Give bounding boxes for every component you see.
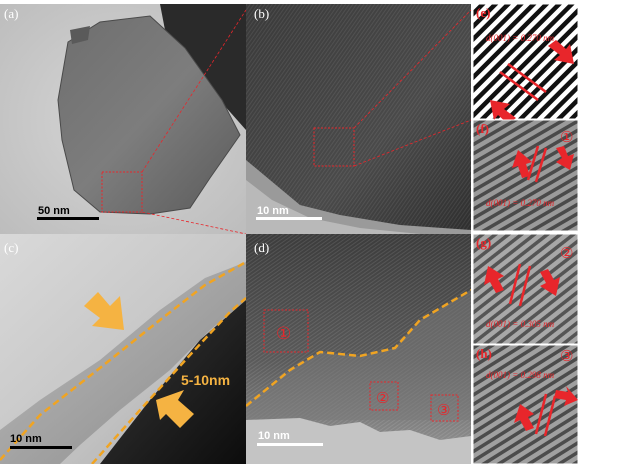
panel-h-measure: d(001) = 0.298 nm [486, 370, 555, 380]
zoom-line-a-b-bottom [141, 211, 247, 235]
panel-h-label: (h) [476, 346, 492, 361]
panel-e-measure: d(001) = 0.270 nm [486, 33, 555, 43]
panel-e-label: (e) [476, 5, 490, 20]
panel-d-region-1: ① [276, 324, 291, 344]
panel-d-region-2: ② [376, 389, 389, 407]
panel-a-label: (a) [4, 6, 18, 21]
arrow-red-icon [512, 150, 532, 178]
arrow-red-icon [514, 404, 534, 431]
panel-c-label: (c) [4, 240, 18, 255]
zoom-line-a-b-top [141, 9, 247, 173]
panel-e [472, 3, 579, 124]
panel-c [0, 234, 246, 464]
panel-f-label: (f) [476, 121, 489, 136]
panel-f [472, 119, 579, 232]
panel-d-region-3: ③ [437, 401, 450, 419]
panel-f-measure: d(001) = 0.270 nm [486, 198, 555, 208]
panel-g-marker: ② [560, 244, 573, 262]
panel-d-scale-bar: 10 nm [258, 430, 290, 442]
panel-g-measure: d(001) = 0.305 nm [486, 319, 555, 329]
panel-a-scale-bar: 50 nm [38, 205, 70, 217]
zoom-line-b-f [353, 119, 472, 167]
panel-h-marker: ③ [560, 347, 573, 365]
arrow-red-icon [556, 146, 574, 170]
panel-g-label: (g) [476, 235, 491, 250]
panel-b-scale-bar: 10 nm [257, 205, 289, 217]
panel-f-marker: ① [560, 128, 573, 146]
panel-g [472, 233, 579, 345]
panel-h [472, 344, 579, 465]
panel-b-label: (b) [254, 6, 269, 21]
panel-d [246, 234, 471, 464]
arrow-red-icon [548, 40, 574, 64]
panel-a [0, 4, 246, 234]
arrow-red-icon [484, 266, 504, 293]
arrow-red-icon [554, 386, 578, 406]
zoom-line-b-e [353, 9, 472, 129]
panel-b [246, 4, 471, 234]
arrow-orange-outer-icon [84, 292, 124, 330]
arrow-red-icon [540, 269, 560, 296]
arrow-orange-inner-icon [156, 390, 194, 428]
panel-c-scale-bar: 10 nm [10, 433, 42, 445]
arrow-red-icon [490, 100, 516, 124]
shell-thickness-label: 5-10nm [181, 372, 230, 388]
panel-d-label: (d) [254, 240, 269, 255]
